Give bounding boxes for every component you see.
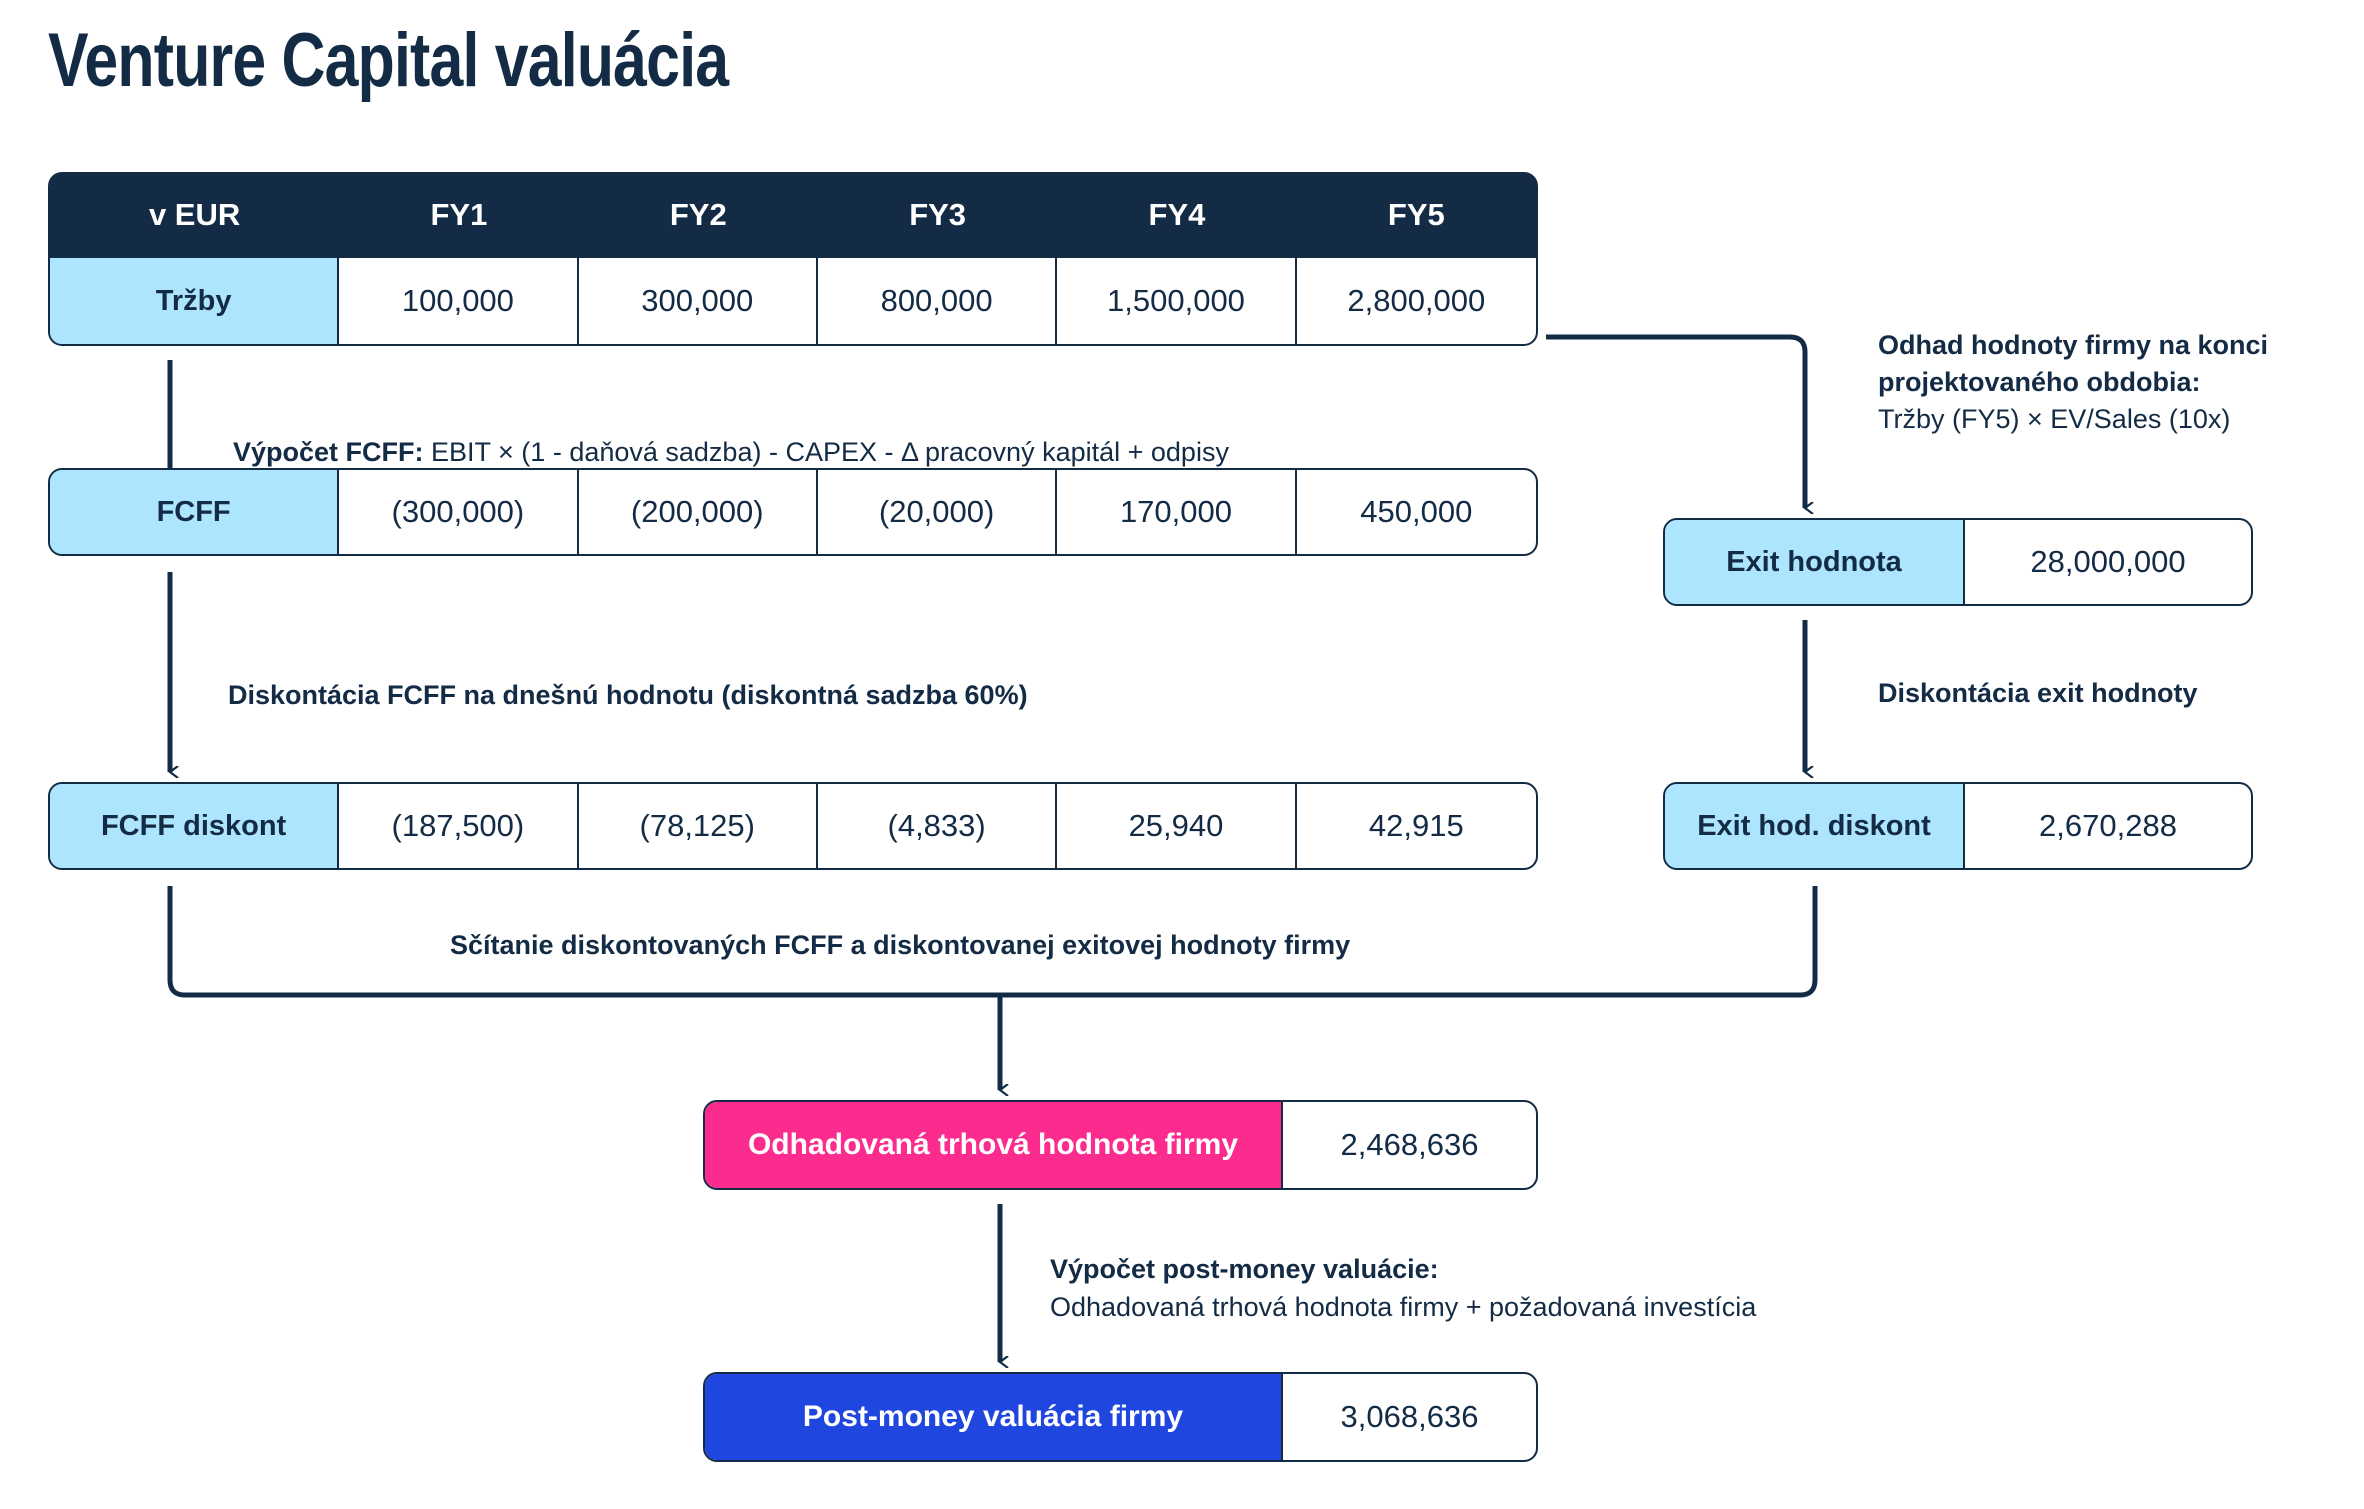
cell-fcffd-fy5: 42,915 xyxy=(1368,808,1464,843)
annotation-fcff-formula: Výpočet FCFF: EBIT × (1 - daňová sadzba)… xyxy=(233,437,1229,468)
box-estimated-market-value: Odhadovaná trhová hodnota firmy 2,468,63… xyxy=(703,1100,1538,1190)
box-exit-hodnota-diskont: Exit hod. diskont 2,670,288 xyxy=(1663,782,2253,870)
box-post-money-valuation: Post-money valuácia firmy 3,068,636 xyxy=(703,1372,1538,1462)
annotation-exit-value-line1: Odhad hodnoty firmy na konci projektovan… xyxy=(1878,330,2269,397)
table-header-fy3: FY3 xyxy=(909,197,967,232)
annotation-fcff-formula-bold: Výpočet FCFF: xyxy=(233,437,424,467)
cell-trzby-fy4: 1,500,000 xyxy=(1057,258,1297,344)
cell-fcffd-fy1: (187,500) xyxy=(339,784,579,868)
table-row-trzby: Tržby 100,000 300,000 800,000 1,500,000 … xyxy=(48,258,1538,346)
merge-bracket xyxy=(167,886,1818,998)
cell-trzby-fy5: 2,800,000 xyxy=(1347,283,1486,318)
cell-trzby-fy2: 300,000 xyxy=(579,258,818,344)
cell-fcffd-fy4: 25,940 xyxy=(1057,784,1297,868)
box-post-money-label: Post-money valuácia firmy xyxy=(705,1374,1283,1460)
cell-fcff-fy1: (300,000) xyxy=(339,470,579,554)
box-exit-hodnota-value: 28,000,000 xyxy=(2030,544,2186,579)
box-exit-diskont-value: 2,670,288 xyxy=(2039,808,2177,843)
annotation-sum-discounted: Sčítanie diskontovaných FCFF a diskontov… xyxy=(450,930,1351,960)
annotation-post-money-line2: Odhadovaná trhová hodnota firmy + požado… xyxy=(1050,1292,1757,1322)
row-label-trzby: Tržby xyxy=(50,258,340,344)
cell-fcff-fy3: (20,000) xyxy=(818,470,1058,554)
table-header-v-eur: v EUR xyxy=(148,197,241,232)
table-header-fy2: FY2 xyxy=(669,197,727,232)
annotation-discount-fcff: Diskontácia FCFF na dnešnú hodnotu (disk… xyxy=(228,680,1028,710)
annotation-exit-value-line2: Tržby (FY5) × EV/Sales (10x) xyxy=(1878,404,2231,434)
annotation-post-money: Výpočet post-money valuácie: Odhadovaná … xyxy=(1050,1250,1756,1326)
cell-trzby-fy1: 100,000 xyxy=(339,258,579,344)
box-exit-hodnota: Exit hodnota 28,000,000 xyxy=(1663,518,2253,606)
box-exit-diskont-label: Exit hod. diskont xyxy=(1665,784,1965,868)
cell-fcff-fy4: 170,000 xyxy=(1057,470,1297,554)
table-header-row: v EUR FY1 FY2 FY3 FY4 FY5 xyxy=(48,172,1538,258)
cell-fcffd-fy2: (78,125) xyxy=(579,784,818,868)
table-row-fcff-diskont: FCFF diskont (187,500) (78,125) (4,833) … xyxy=(48,782,1538,870)
annotation-discount-exit: Diskontácia exit hodnoty xyxy=(1878,678,2198,708)
table-header-fy4: FY4 xyxy=(1148,197,1206,232)
cell-fcffd-fy3: (4,833) xyxy=(818,784,1058,868)
row-label-fcff: FCFF xyxy=(50,470,340,554)
box-market-value-label: Odhadovaná trhová hodnota firmy xyxy=(705,1102,1283,1188)
table-header-fy5: FY5 xyxy=(1387,197,1445,232)
box-exit-hodnota-label: Exit hodnota xyxy=(1665,520,1965,604)
cell-fcff-fy5: 450,000 xyxy=(1360,494,1473,529)
page-title: Venture Capital valuácia xyxy=(48,18,729,103)
row-label-fcff-diskont: FCFF diskont xyxy=(50,784,340,868)
table-header-fy1: FY1 xyxy=(430,197,488,232)
box-post-money-amount: 3,068,636 xyxy=(1340,1399,1479,1434)
annotation-exit-value: Odhad hodnoty firmy na konci projektovan… xyxy=(1878,327,2348,438)
table-row-fcff: FCFF (300,000) (200,000) (20,000) 170,00… xyxy=(48,468,1538,556)
cell-fcff-fy2: (200,000) xyxy=(579,470,818,554)
cell-trzby-fy3: 800,000 xyxy=(818,258,1058,344)
annotation-fcff-formula-rest: EBIT × (1 - daňová sadzba) - CAPEX - Δ p… xyxy=(423,437,1229,467)
annotation-post-money-line1: Výpočet post-money valuácie: xyxy=(1050,1254,1439,1284)
box-market-value-amount: 2,468,636 xyxy=(1340,1127,1479,1162)
arrow-trzby-to-exit xyxy=(1546,334,1805,508)
